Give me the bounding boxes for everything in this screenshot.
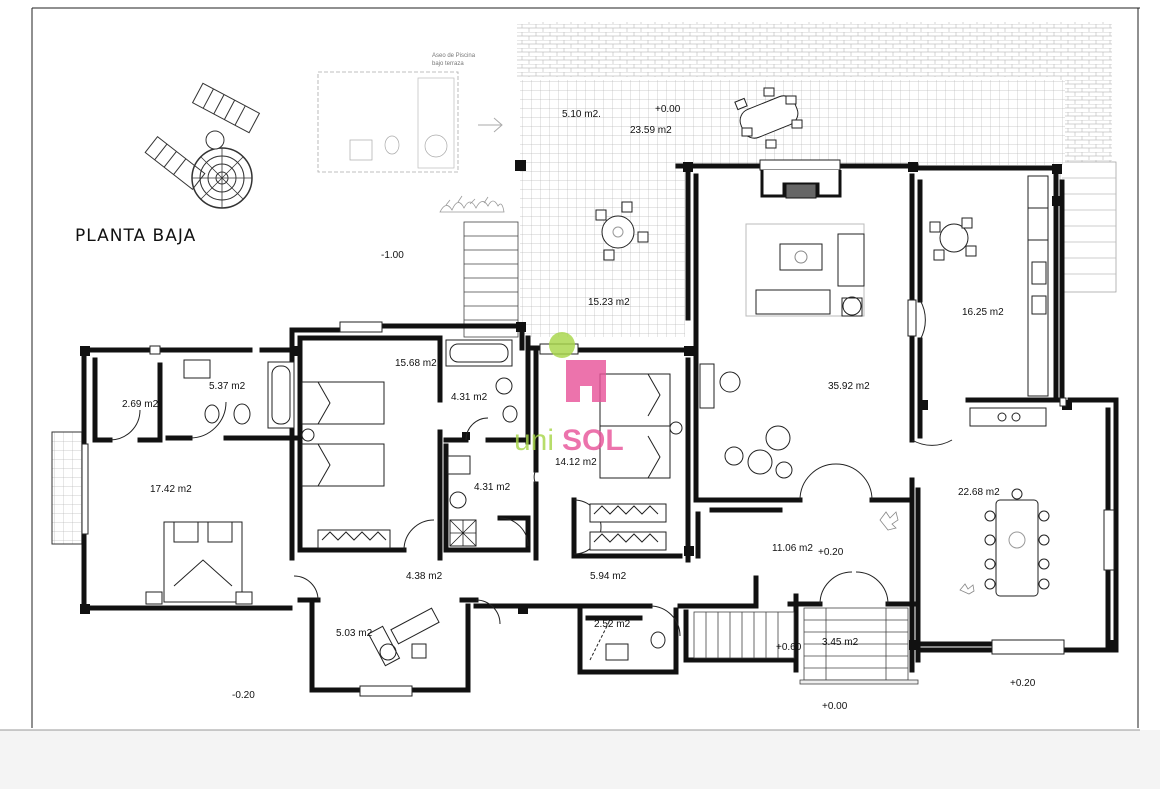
area-wc: 2.52 m2 (594, 619, 631, 630)
right-bed (599, 373, 683, 479)
kitchen-fixtures (929, 175, 1049, 427)
office-desk (367, 607, 440, 667)
top-pavement (517, 22, 1117, 293)
terrace-dining-table (734, 87, 803, 149)
annex-note-2: bajo terraza (432, 61, 464, 67)
door-swings (109, 299, 953, 637)
twin-beds (301, 381, 385, 487)
level-entrance: +0.00 (822, 701, 848, 712)
garden-stairs (463, 221, 519, 338)
unisol-logo: uni SOL (514, 332, 624, 457)
entrance-stairs (693, 607, 919, 685)
wardrobes (317, 503, 667, 551)
logo-text-uni: uni (514, 424, 554, 457)
area-corridor-right: 5.94 m2 (590, 571, 627, 582)
master-bed (145, 521, 253, 605)
logo-text-sol: SOL (562, 424, 624, 457)
area-entry-stair: 3.45 m2 (822, 637, 859, 648)
area-master: 17.42 m2 (150, 484, 192, 495)
area-right-bedroom: 14.12 m2 (555, 457, 597, 468)
sun-loungers (144, 82, 261, 191)
area-corridor-left: 4.38 m2 (406, 571, 443, 582)
area-living: 35.92 m2 (828, 381, 870, 392)
area-porch: 15.23 m2 (588, 297, 630, 308)
level-garden: -1.00 (381, 250, 404, 261)
umbrella (191, 130, 253, 209)
walls (81, 163, 1119, 693)
bathroom-fixtures (183, 339, 666, 661)
pillars (80, 160, 1116, 650)
area-terrace-b: 23.59 m2 (630, 125, 672, 136)
annex-note-1: Aseo de Piscina (432, 53, 476, 59)
windows (81, 159, 1115, 697)
left-balcony-paving (51, 431, 85, 545)
porch-table (595, 201, 649, 261)
area-bath-center-bottom: 4.31 m2 (474, 482, 511, 493)
hedge (439, 195, 505, 213)
level-hall: +0.20 (818, 547, 844, 558)
area-dining: 22.68 m2 (958, 487, 1000, 498)
area-office: 5.03 m2 (336, 628, 373, 639)
living-furniture (699, 223, 865, 479)
fireplace (760, 170, 842, 199)
level-terrace: +0.00 (655, 104, 681, 115)
porch-paving (520, 165, 685, 337)
level-dining-outside: +0.20 (1010, 678, 1036, 689)
area-kitchen: 16.25 m2 (962, 307, 1004, 318)
pool-annex: Aseo de Piscina bajo terraza (317, 53, 503, 173)
area-small-room: 2.69 m2 (122, 399, 159, 410)
area-bath-center-top: 4.31 m2 (451, 392, 488, 403)
area-hall: 11.06 m2 (772, 543, 813, 554)
room-labels: 5.10 m2. 23.59 m2 15.23 m2 35.92 m2 16.2… (122, 109, 1004, 653)
level-front-left: -0.20 (232, 690, 255, 701)
area-bath-left: 5.37 m2 (209, 381, 246, 392)
level-stairs: +0.60 (776, 642, 802, 653)
area-twin-bedroom: 15.68 m2 (395, 358, 437, 369)
area-terrace-a: 5.10 m2. (562, 109, 601, 120)
plants (879, 511, 975, 595)
dining-table (984, 488, 1050, 597)
plan-title: PLANTA BAJA (75, 226, 196, 246)
